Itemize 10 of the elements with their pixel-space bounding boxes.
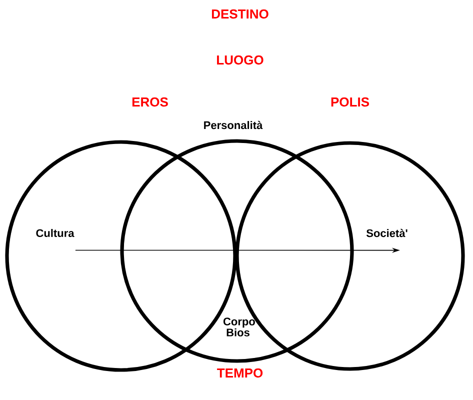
- venn-circle: [120, 139, 354, 363]
- concept-label: DESTINO: [212, 9, 268, 19]
- circle-label: Cultura: [36, 228, 74, 238]
- concept-label: EROS: [132, 97, 168, 107]
- concept-label: POLIS: [331, 97, 370, 107]
- concept-label: TEMPO: [217, 368, 263, 378]
- concept-label: LUOGO: [217, 55, 264, 65]
- circle-label: Corpo Bios: [223, 318, 255, 336]
- circle-label: Società': [366, 228, 408, 238]
- concept-label: Personalità: [204, 120, 263, 130]
